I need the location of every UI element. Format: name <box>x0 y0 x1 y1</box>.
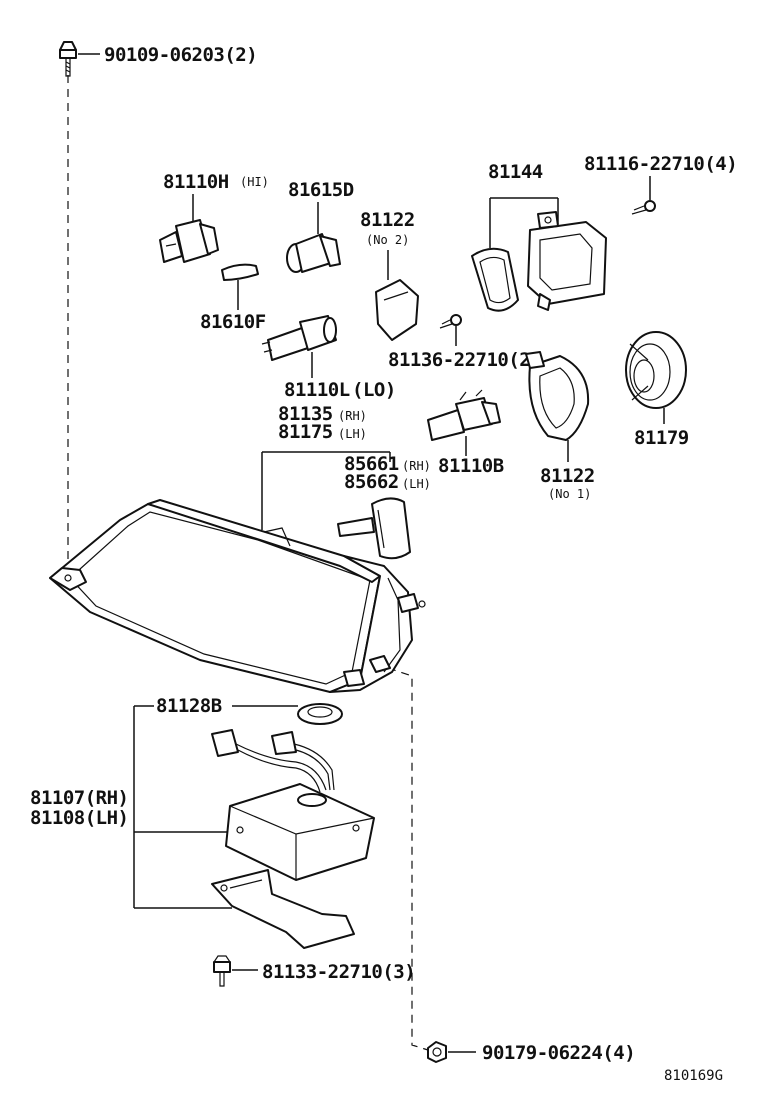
bulb-f-icon <box>221 263 259 281</box>
label-socket-rh: 85661 <box>344 453 399 475</box>
bulb-b-icon <box>427 389 501 441</box>
label-screw-bottom: 81133-22710(3) <box>262 961 415 983</box>
label-nut-bottom: 90179-06224(4) <box>482 1042 635 1064</box>
label-cover-no2-sub: (No 2) <box>366 233 409 247</box>
ballast-icon <box>211 729 375 881</box>
label-grommet: 81128B <box>156 695 222 717</box>
label-lamp-lh: 81175 <box>278 421 333 443</box>
bolt-top-icon <box>59 41 77 77</box>
label-ballast-rh: 81107(RH) <box>30 787 128 809</box>
label-socket-d: 81615D <box>288 179 354 201</box>
label-bulb-hi: 81110H <box>163 171 229 193</box>
label-cover-no2: 81122 <box>360 209 415 231</box>
reflector-housing-icon <box>527 211 607 311</box>
label-gasket: 81144 <box>488 161 543 183</box>
gasket-icon <box>471 247 519 312</box>
label-screw-mid: 81136-22710(2) <box>388 349 541 371</box>
label-bulb-lo: 81110L <box>284 379 350 401</box>
bulb-lo-icon <box>261 315 337 361</box>
label-cover-no1-sub: (No 1) <box>548 487 591 501</box>
nut-bottom-icon <box>427 1041 447 1063</box>
cover-no2-icon <box>375 279 419 341</box>
bracket-icon <box>211 869 355 949</box>
cover-no1-icon <box>525 351 590 441</box>
socket-d-icon <box>286 233 341 273</box>
bulb-hi-icon <box>159 219 219 263</box>
screw-bottom-icon <box>212 955 232 987</box>
label-bulb-hi-sub: (HI) <box>240 175 269 189</box>
label-lamp-rh-sub: (RH) <box>338 409 367 423</box>
screw-top-icon <box>631 200 656 215</box>
headlamp-assembly-icon <box>49 499 426 693</box>
label-lamp-lh-sub: (LH) <box>338 427 367 441</box>
label-screw-top: 81116-22710(4) <box>584 153 737 175</box>
diagram-ref: 810169G <box>664 1068 723 1084</box>
nut-alignment-line <box>387 667 429 1051</box>
label-cap: 81179 <box>634 427 689 449</box>
screw-mid-icon <box>439 314 462 329</box>
label-ballast-lh: 81108(LH) <box>30 807 128 829</box>
label-socket-rh-sub: (RH) <box>402 459 431 473</box>
socket-hid-icon <box>337 497 411 560</box>
label-bulb-b: 81110B <box>438 455 504 477</box>
label-socket-lh: 85662 <box>344 471 399 493</box>
label-cover-no1: 81122 <box>540 465 595 487</box>
cap-icon <box>625 331 687 409</box>
grommet-icon <box>297 703 343 725</box>
label-bulb-f: 81610F <box>200 311 266 333</box>
label-socket-lh-sub: (LH) <box>402 477 431 491</box>
label-lamp-rh: 81135 <box>278 403 333 425</box>
label-bulb-lo-sub: (LO) <box>352 379 396 401</box>
label-bolt-top: 90109-06203(2) <box>104 44 257 66</box>
